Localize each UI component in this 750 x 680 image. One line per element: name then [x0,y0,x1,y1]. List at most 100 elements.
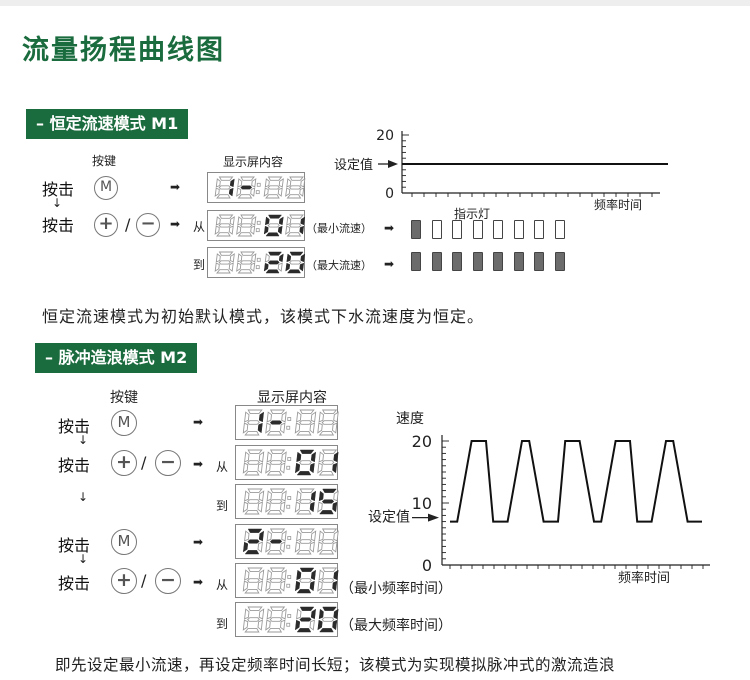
top-divider [0,0,750,6]
arrow-right-icon: ➡ [384,221,395,235]
m2-step-press-m-2: 按击 [58,536,91,555]
display-digit [214,214,235,237]
display-digit [242,409,265,436]
plus-key-icon[interactable]: + [111,450,137,476]
display-digit [265,528,287,555]
plus-key-label: + [116,569,132,591]
arrow-right-icon: ➡ [170,217,181,231]
y-tick-label: 20 [412,432,432,451]
m1-to-label: 到 [193,258,206,272]
display-digit [242,488,265,515]
arrow-down-icon: ↓ [78,490,89,504]
display-digit [236,214,257,237]
arrow-down-icon: ↓ [78,433,89,447]
m2-to-label-2: 到 [216,617,229,631]
display-digit [265,449,287,476]
m-key-icon[interactable]: M [111,410,137,436]
display-digit [214,251,235,274]
m2-from-label-2: 从 [216,578,229,592]
minus-key-label: − [160,451,176,473]
display-digit [294,606,317,633]
indicator-light [554,220,565,239]
display-digit [285,176,306,199]
slash-separator: / [141,453,147,472]
seven-segment-display [214,176,306,199]
plus-key-icon[interactable]: + [111,568,137,594]
seven-segment-display [242,488,339,515]
indicator-light [534,252,544,271]
m2-display-header: 显示屏内容 [257,390,327,406]
display-digit [317,528,339,555]
m1-max-note: （最大流速） [306,259,372,272]
y-tick-label: 0 [422,556,432,575]
indicator-light [452,220,462,239]
setpoint-label: 设定值 [368,510,410,526]
arrow-right-icon: ➡ [193,535,204,549]
display-digit [317,409,339,436]
arrow-down-icon: ↓ [52,196,63,210]
arrow-right-icon: ➡ [384,257,395,271]
indicator-light [472,220,483,239]
m1-step-press-m: 按击 [42,180,75,199]
indicator-light [411,220,421,239]
m1-keys-header: 按键 [92,154,117,168]
slash-separator: / [141,571,147,590]
display-digit [263,251,284,274]
y-tick-label: 0 [385,186,394,202]
indicator-light [513,220,524,239]
plus-key-icon[interactable]: + [94,213,118,237]
slash-separator: / [125,215,131,234]
display-digit [242,449,265,476]
seven-segment-display [242,606,339,633]
display-digit [265,606,287,633]
indicator-light [513,252,524,271]
display-digit [317,488,339,515]
display-digit [317,449,339,476]
indicator-light [472,252,483,271]
m1-display-mode [207,172,306,203]
seven-segment-display [242,567,339,594]
y-tick-label: 20 [376,128,394,144]
display-digit [294,409,317,436]
m-key-icon[interactable]: M [94,176,118,200]
m2-display-min-time [235,563,339,598]
minus-key-label: − [140,213,156,234]
m2-display-min-speed [235,445,339,480]
m-key-icon[interactable]: M [111,529,137,555]
display-digit [294,567,317,594]
m2-display-mode [235,405,339,440]
minus-key-icon[interactable]: − [155,450,181,476]
display-digit [242,567,265,594]
m2-min-note: （最小频率时间） [340,581,452,597]
m2-step-press-plusminus-2: 按击 [58,574,91,593]
display-digit [294,449,317,476]
minus-key-label: − [160,569,176,591]
y-tick-label: 10 [412,494,432,513]
display-digit [265,488,287,515]
arrow-right-icon: ➡ [193,415,204,429]
m1-step-press-plusminus: 按击 [42,216,75,235]
m1-indicators-min [411,220,571,240]
m2-step-press-m: 按击 [58,417,91,436]
indicator-light [452,252,462,271]
seven-segment-display [242,528,339,555]
display-digit [265,567,287,594]
minus-key-icon[interactable]: − [155,568,181,594]
minus-key-icon[interactable]: − [136,213,160,237]
m1-banner: – 恒定流速模式 M1 [26,109,189,139]
page-title: 流量扬程曲线图 [22,35,225,66]
m2-keys-header: 按键 [110,390,138,406]
indicator-light [431,252,442,271]
indicator-light [534,220,544,239]
m2-from-label: 从 [216,460,229,474]
m1-indicator-label: 指示灯 [454,207,491,221]
display-digit [294,488,317,515]
m2-description: 即先设定最小流速，再设定频率时间长短；该模式为实现模拟脉冲式的激流造浪 [55,656,616,674]
seven-segment-display [242,449,339,476]
m1-from-label: 从 [193,220,206,234]
m-key-label: M [99,179,113,195]
display-digit [242,606,265,633]
m-key-label: M [117,413,131,431]
